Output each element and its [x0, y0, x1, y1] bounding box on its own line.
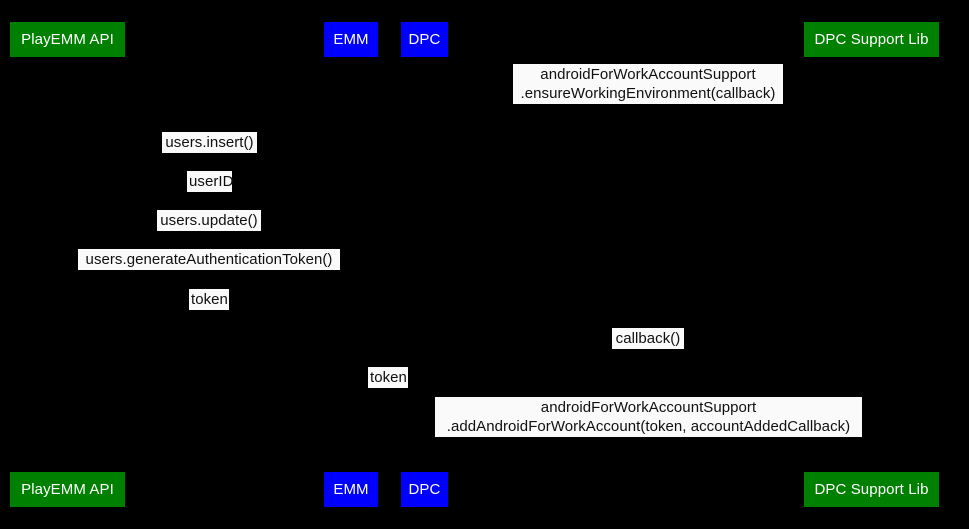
message-line-1: users.update() — [160, 212, 258, 229]
participant-label: DPC — [408, 31, 441, 48]
participant-label: DPC Support Lib — [814, 31, 929, 48]
participant-bottom-playemm-api[interactable]: PlayEMM API — [10, 472, 125, 507]
message-label-user-id: userID — [187, 171, 234, 192]
participant-bottom-emm[interactable]: EMM — [324, 472, 378, 507]
message-line-1: users.generateAuthenticationToken() — [85, 251, 333, 268]
message-label-callback: callback() — [612, 328, 684, 349]
message-line-1: androidForWorkAccountSupport — [540, 66, 756, 83]
participant-top-dpc[interactable]: DPC — [401, 22, 448, 57]
message-label-users-update: users.update() — [157, 210, 261, 231]
message-label-users-generate-authentication-token: users.generateAuthenticationToken() — [78, 249, 340, 270]
participant-label: DPC Support Lib — [814, 481, 929, 498]
participant-label: EMM — [333, 481, 369, 498]
message-line-1: userID — [189, 173, 234, 190]
participant-label: PlayEMM API — [21, 481, 114, 498]
message-line-1: users.insert() — [165, 134, 254, 151]
participant-top-emm[interactable]: EMM — [324, 22, 378, 57]
message-label-add-android-for-work-account: androidForWorkAccountSupport .addAndroidF… — [435, 397, 862, 437]
message-line-2: .ensureWorkingEnvironment(callback) — [520, 85, 776, 102]
message-label-ensure-working-environment: androidForWorkAccountSupport .ensureWorki… — [513, 64, 783, 104]
participant-bottom-dpc-support-lib[interactable]: DPC Support Lib — [804, 472, 939, 507]
message-label-token-to-emm: token — [189, 289, 229, 310]
participant-top-dpc-support-lib[interactable]: DPC Support Lib — [804, 22, 939, 57]
participant-label: DPC — [408, 481, 441, 498]
message-line-1: callback() — [615, 330, 681, 347]
participant-label: EMM — [333, 31, 369, 48]
message-line-2: .addAndroidForWorkAccount(token, account… — [446, 418, 851, 435]
participant-bottom-dpc[interactable]: DPC — [401, 472, 448, 507]
participant-top-playemm-api[interactable]: PlayEMM API — [10, 22, 125, 57]
message-line-1: androidForWorkAccountSupport — [540, 399, 757, 416]
message-line-1: token — [370, 369, 407, 386]
message-line-1: token — [191, 291, 228, 308]
participant-label: PlayEMM API — [21, 31, 114, 48]
message-label-token-to-dpc: token — [368, 367, 408, 388]
message-label-users-insert: users.insert() — [162, 132, 257, 153]
